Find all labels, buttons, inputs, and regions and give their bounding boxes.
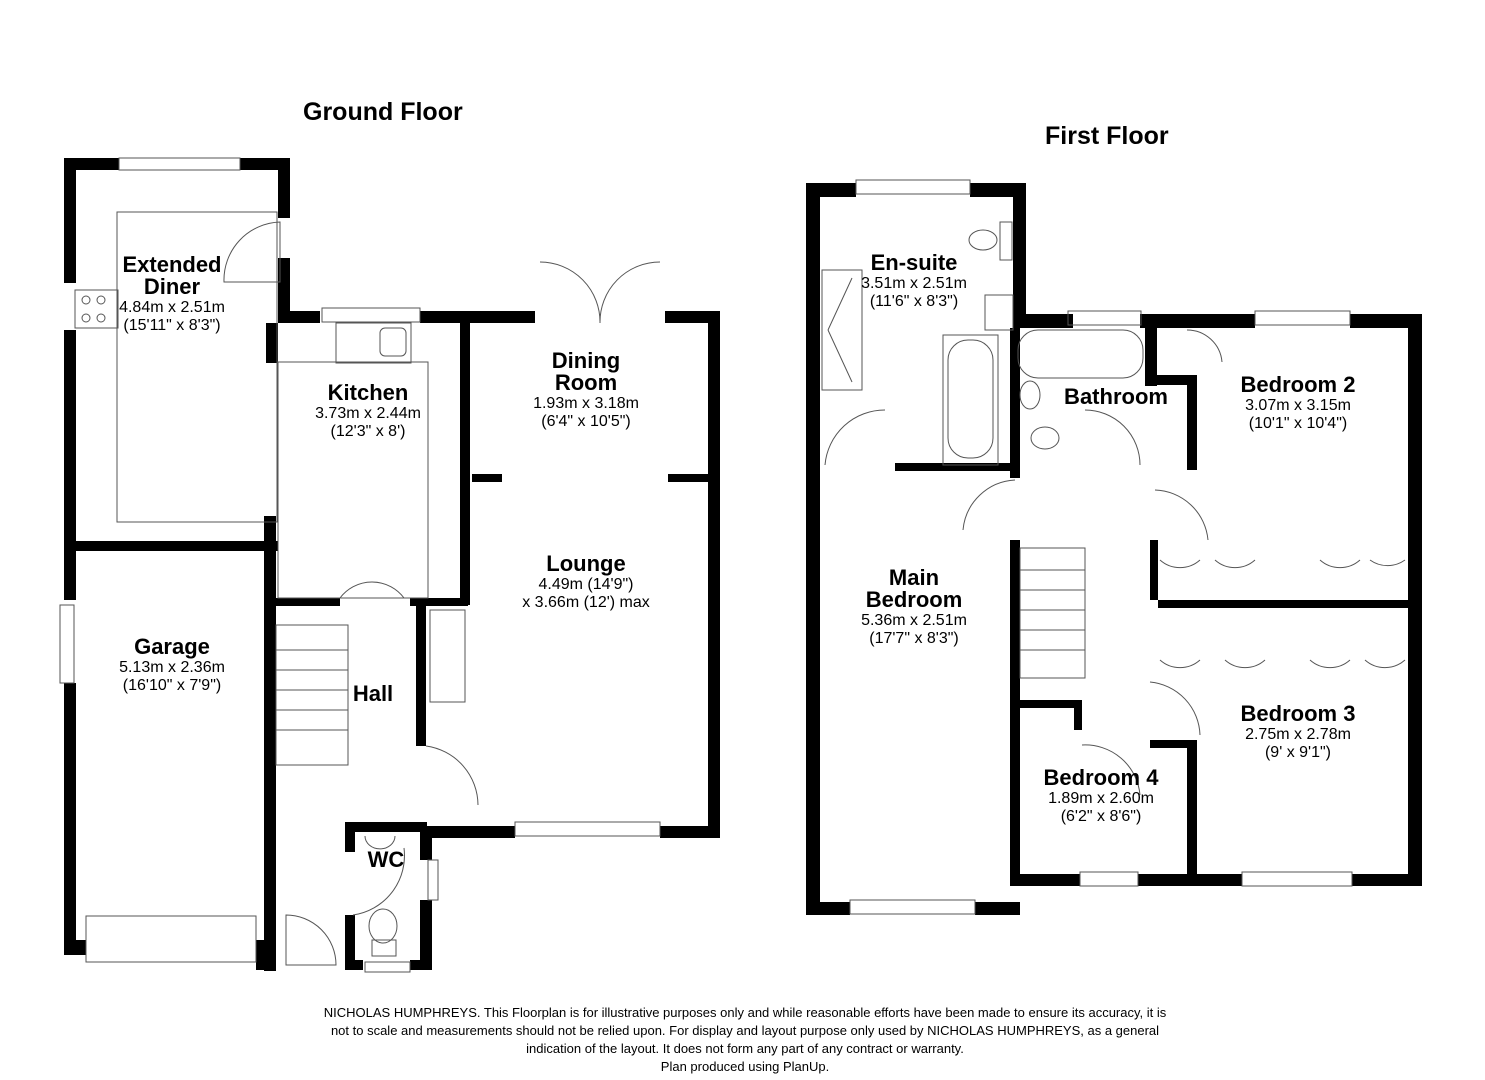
room-name: Bedroom 2 <box>1240 372 1356 397</box>
room-label-wc: WC <box>368 849 405 871</box>
room-label-kitchen: Kitchen 3.73m x 2.44m (12'3" x 8') <box>315 382 421 440</box>
room-dimensions-imperial: (11'6" x 8'3") <box>869 293 959 310</box>
room-name: Diner <box>143 274 201 299</box>
ground-floor-walls <box>64 158 720 971</box>
room-label-main-bedroom: Main Bedroom 5.36m x 2.51m (17'7" x 8'3"… <box>861 567 967 647</box>
room-name: Bedroom 3 <box>1240 701 1356 726</box>
room-dimensions-metric: 5.13m x 2.36m <box>119 659 225 676</box>
room-label-hall: Hall <box>353 683 393 705</box>
room-name: Dining <box>551 348 621 373</box>
room-dimensions-metric: 3.73m x 2.44m <box>315 405 421 422</box>
room-dimensions-metric: 1.93m x 3.18m <box>533 395 639 412</box>
room-name: Hall <box>352 681 394 706</box>
room-dimensions-imperial: (6'4" x 10'5") <box>541 413 631 430</box>
room-dimensions-imperial: (10'1" x 10'4") <box>1248 415 1348 432</box>
room-name: Bedroom <box>865 587 963 612</box>
room-name: Bathroom <box>1064 384 1168 409</box>
room-label-bedroom-3: Bedroom 3 2.75m x 2.78m (9' x 9'1") <box>1241 703 1356 761</box>
first-floor-fixtures <box>821 179 1406 915</box>
first-floor-walls <box>806 183 1422 915</box>
room-label-bedroom-4: Bedroom 4 1.89m x 2.60m (6'2" x 8'6") <box>1044 767 1159 825</box>
room-name: Garage <box>134 634 210 659</box>
disclaimer-line: indication of the layout. It does not fo… <box>526 1041 964 1056</box>
room-name: Lounge <box>546 551 626 576</box>
ground-floor-fixtures <box>59 157 661 973</box>
first-floor-title: First Floor <box>1045 122 1169 150</box>
room-dimensions-metric: 1.89m x 2.60m <box>1048 790 1154 807</box>
room-name: Room <box>554 370 618 395</box>
room-dimensions-metric: 2.75m x 2.78m <box>1245 726 1351 743</box>
room-dimensions-imperial: (6'2" x 8'6") <box>1060 808 1142 825</box>
room-label-dining-room: Dining Room 1.93m x 3.18m (6'4" x 10'5") <box>533 350 639 430</box>
room-dimensions-imperial: (9' x 9'1") <box>1264 744 1332 761</box>
disclaimer-line: NICHOLAS HUMPHREYS. This Floorplan is fo… <box>323 1005 1167 1020</box>
room-name: En-suite <box>870 250 958 275</box>
ground-floor-title: Ground Floor <box>303 98 463 126</box>
disclaimer: NICHOLAS HUMPHREYS. This Floorplan is fo… <box>260 1004 1230 1076</box>
room-dimensions-metric: 3.51m x 2.51m <box>861 275 967 292</box>
room-label-bathroom: Bathroom <box>1064 386 1168 408</box>
room-dimensions-metric: 4.49m (14'9") <box>538 576 634 593</box>
room-label-bedroom-2: Bedroom 2 3.07m x 3.15m (10'1" x 10'4") <box>1241 374 1356 432</box>
room-name: Main <box>888 565 940 590</box>
room-dimensions-metric: 3.07m x 3.15m <box>1245 397 1351 414</box>
room-dimensions-imperial: (16'10" x 7'9") <box>122 677 222 694</box>
room-dimensions-imperial: (12'3" x 8') <box>330 423 406 440</box>
room-label-garage: Garage 5.13m x 2.36m (16'10" x 7'9") <box>119 636 225 694</box>
room-label-lounge: Lounge 4.49m (14'9") x 3.66m (12') max <box>522 553 650 611</box>
room-dimensions-imperial: (15'11" x 8'3") <box>123 317 221 334</box>
room-dimensions-metric: 4.84m x 2.51m <box>119 299 225 316</box>
room-dimensions-imperial: (17'7" x 8'3") <box>869 630 959 647</box>
room-name: Bedroom 4 <box>1043 765 1159 790</box>
disclaimer-line: not to scale and measurements should not… <box>330 1023 1160 1038</box>
room-label-extended-diner: Extended Diner 4.84m x 2.51m (15'11" x 8… <box>119 254 225 334</box>
room-name: WC <box>367 847 405 872</box>
room-dimensions-metric: 5.36m x 2.51m <box>861 612 967 629</box>
room-name: Kitchen <box>327 380 409 405</box>
room-name: Extended <box>122 252 222 277</box>
room-label-en-suite: En-suite 3.51m x 2.51m (11'6" x 8'3") <box>861 252 967 310</box>
disclaimer-line: Plan produced using PlanUp. <box>660 1059 830 1074</box>
room-dimensions-imperial: x 3.66m (12') max <box>522 594 650 611</box>
